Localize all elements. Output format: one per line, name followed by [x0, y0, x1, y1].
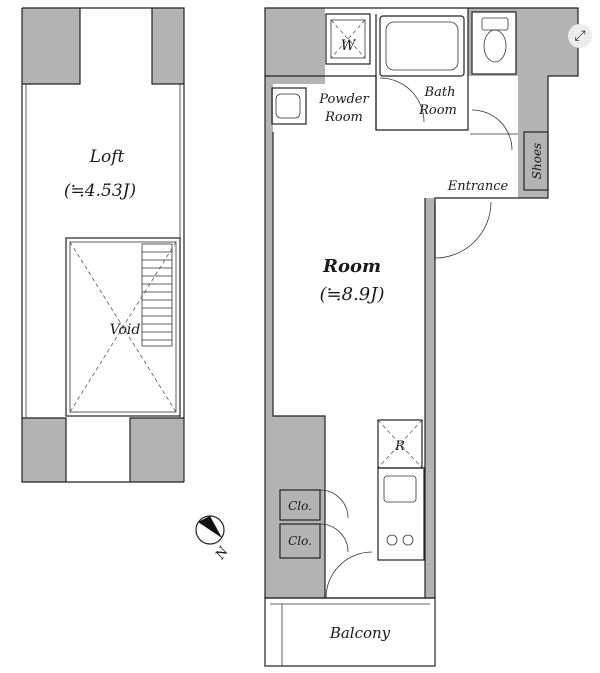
loft-area: Loft (≒4.53J) Void	[21, 7, 185, 483]
expand-icon[interactable]: ⤢	[568, 24, 592, 48]
bath-door-swing	[379, 77, 425, 123]
washer-space	[325, 13, 371, 65]
shoes-label: Shoes	[530, 143, 544, 179]
room-floor	[273, 134, 425, 416]
sink-basin	[275, 93, 301, 119]
bath-room-label-1: Bath	[424, 85, 456, 100]
closet-1	[279, 489, 321, 521]
stove-burner-1	[386, 534, 398, 546]
toilet-bowl	[483, 29, 507, 63]
bath-room-label-2: Room	[418, 103, 457, 118]
wall-right-upper	[518, 76, 548, 198]
loft-wall-ne	[152, 8, 184, 84]
void-label: Void	[110, 322, 141, 338]
closet-1-label: Clo.	[288, 499, 312, 513]
kitchen-counter	[377, 467, 425, 561]
loft-ladder	[141, 243, 173, 347]
void-opening	[65, 237, 181, 417]
loft-wall-se	[130, 418, 184, 482]
kitchen-floor	[325, 416, 425, 598]
void-inner-rect	[69, 241, 177, 413]
front-door-swing	[434, 201, 492, 259]
loft-label: Loft	[89, 147, 125, 167]
washer-diag-2	[330, 19, 366, 59]
toilet-door-swing	[471, 109, 513, 151]
room-label: Room	[322, 256, 381, 277]
closet-1-door-swing	[319, 489, 349, 519]
balcony-label: Balcony	[329, 624, 391, 642]
bathtub	[379, 15, 465, 77]
bath-room-walls	[375, 8, 469, 131]
toilet-room-outline	[471, 11, 517, 75]
washer-box	[330, 19, 366, 59]
closet-2-door-swing	[319, 523, 349, 553]
wall-bottom-left	[265, 416, 325, 598]
north-label: N	[212, 544, 232, 563]
wall-right-lower	[425, 198, 435, 598]
closet-2-label: Clo.	[288, 534, 312, 548]
fridge-diag-2	[377, 419, 423, 469]
loft-bottom-lines	[22, 417, 184, 482]
kitchen-sink	[383, 475, 417, 503]
entrance-label: Entrance	[447, 179, 509, 194]
balcony	[264, 597, 436, 667]
north-arrow: N	[195, 515, 232, 563]
loft-wall-nw	[22, 8, 80, 84]
washer-diag-1	[330, 19, 366, 59]
loft-wall-sw	[22, 418, 66, 482]
powder-room-label-1: Powder	[318, 92, 369, 107]
void-diagonal-2	[69, 241, 177, 413]
powder-sink	[271, 87, 307, 125]
bathtub-inner	[385, 21, 459, 71]
wall-left-column	[265, 132, 273, 416]
compass-needle-fill	[198, 516, 222, 538]
fridge-diag-1	[377, 419, 423, 469]
toilet-room	[472, 12, 516, 74]
room-area-label: (≒8.9J)	[320, 284, 385, 305]
main-unit: W Powder Room Bath Room Shoes Entrance R…	[264, 7, 579, 667]
shoes-cabinet	[523, 131, 549, 191]
closet-2	[279, 523, 321, 559]
loft-area-label: (≒4.53J)	[64, 181, 136, 201]
refrigerator-label: R	[394, 439, 405, 454]
washer-label: W	[341, 38, 357, 54]
powder-room-label-2: Room	[324, 110, 363, 125]
balcony-door-swing	[325, 551, 373, 599]
stove-burner-2	[402, 534, 414, 546]
entrance-floor	[470, 110, 518, 198]
unit-inner-left	[272, 132, 326, 598]
loft-inner-lines	[22, 8, 184, 85]
